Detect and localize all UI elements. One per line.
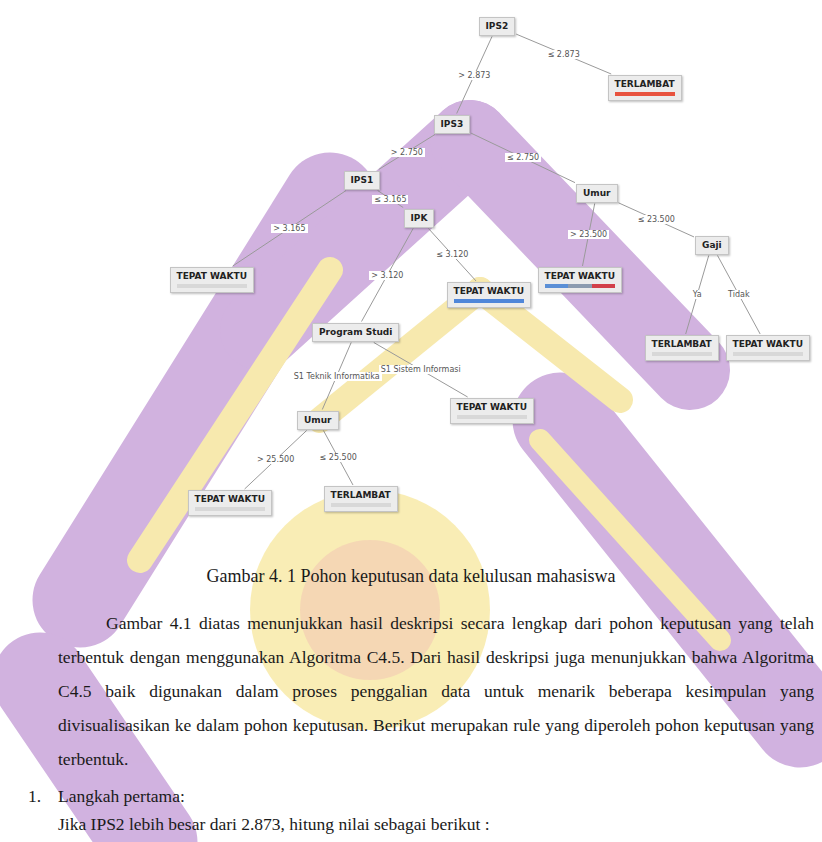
tree-branch <box>428 229 476 282</box>
bar-segment <box>568 284 592 288</box>
class-bar <box>615 92 675 96</box>
leaf-box: TEPAT WAKTU <box>447 282 532 308</box>
decision-box: IPS3 <box>434 115 471 134</box>
list-number: 1. <box>28 786 41 807</box>
edge-label: > 2.750 <box>389 148 425 157</box>
leaf-box: TEPAT WAKTU <box>188 490 273 516</box>
leaf-box: TEPAT WAKTU <box>450 398 535 424</box>
edge-label: ≤ 2.873 <box>546 50 582 59</box>
edge-label: ≤ 23.500 <box>636 215 677 224</box>
figure-caption: Gambar 4. 1 Pohon keputusan data kelulus… <box>60 566 762 587</box>
edge-label: ≤ 25.500 <box>318 453 359 462</box>
leaf-box: TEPAT WAKTU <box>538 267 623 293</box>
edge-label: > 23.500 <box>568 230 609 239</box>
decision-box: Gaji <box>695 236 729 255</box>
node-text: IPS2 <box>486 21 509 31</box>
tree-branch <box>457 37 492 114</box>
class-bar <box>733 352 804 356</box>
edge-label: > 3.120 <box>369 271 405 280</box>
edge-label: Ya <box>691 290 704 299</box>
tree-branch <box>516 34 611 74</box>
bar-segment <box>454 299 525 303</box>
node-text: Program Studi <box>319 327 392 337</box>
leaf-box: TERLAMBAT <box>324 486 398 512</box>
node-text: Umur <box>583 188 611 198</box>
tree-branch <box>374 343 468 398</box>
node-text: TERLAMBAT <box>652 339 712 349</box>
node-text: IPS1 <box>351 175 374 185</box>
decision-box: Umur <box>576 184 618 203</box>
edge-label: ≤ 3.120 <box>434 250 470 259</box>
node-text: IPK <box>411 213 428 223</box>
class-bar <box>195 507 266 511</box>
tree-branch <box>245 431 307 490</box>
edge-label: Tidak <box>726 290 751 299</box>
node-text: Umur <box>304 415 332 425</box>
node-text: IPS3 <box>441 119 464 129</box>
node-text: TEPAT WAKTU <box>733 339 804 349</box>
node-text: TEPAT WAKTU <box>545 271 616 281</box>
edge-label: ≤ 3.165 <box>372 195 408 204</box>
list-item: Langkah pertama: <box>58 786 185 807</box>
edge-label: > 3.165 <box>271 224 307 233</box>
bar-segment <box>592 284 616 288</box>
edge-label: > 2.873 <box>456 71 492 80</box>
node-text: TEPAT WAKTU <box>457 402 528 412</box>
bar-segment <box>195 507 266 511</box>
edge-label: S1 Teknik Informatika <box>292 372 382 381</box>
class-bar <box>545 284 616 288</box>
tree-branch <box>619 203 694 237</box>
edge-label: ≤ 2.750 <box>505 153 541 162</box>
node-text: Gaji <box>702 240 722 250</box>
leaf-box: TEPAT WAKTU <box>726 335 811 361</box>
body-paragraph: Gambar 4.1 diatas menunjukkan hasil desk… <box>58 606 814 776</box>
class-bar <box>177 284 248 288</box>
edge-label: S1 Sistem Informasi <box>379 365 463 374</box>
tree-branch <box>718 256 761 335</box>
class-bar <box>457 415 528 419</box>
leaf-box: TEPAT WAKTU <box>170 267 255 293</box>
decision-box: Umur <box>297 411 339 430</box>
edge-label: > 25.500 <box>255 455 296 464</box>
tree-branch <box>362 229 414 322</box>
bar-segment <box>733 352 804 356</box>
bar-segment <box>331 503 391 507</box>
bar-segment <box>177 284 248 288</box>
tree-branch <box>379 135 435 170</box>
class-bar <box>652 352 712 356</box>
node-text: TERLAMBAT <box>615 79 675 89</box>
leaf-box: TERLAMBAT <box>608 75 682 101</box>
decision-box: IPS1 <box>344 171 381 190</box>
node-text: TEPAT WAKTU <box>177 271 248 281</box>
decision-box: IPK <box>404 209 435 228</box>
leaf-box: TERLAMBAT <box>645 335 719 361</box>
tree-branch <box>233 191 346 267</box>
bar-segment <box>457 415 528 419</box>
tree-branch <box>471 133 575 182</box>
node-text: TERLAMBAT <box>331 490 391 500</box>
node-text: TEPAT WAKTU <box>454 286 525 296</box>
decision-box: Program Studi <box>312 323 399 342</box>
bar-segment <box>545 284 569 288</box>
decision-box: IPS2 <box>479 17 516 36</box>
class-bar <box>454 299 525 303</box>
tree-branch <box>686 256 709 335</box>
body-line: Jika IPS2 lebih besar dari 2.873, hitung… <box>58 814 814 835</box>
class-bar <box>331 503 391 507</box>
bar-segment <box>615 92 675 96</box>
node-text: TEPAT WAKTU <box>195 494 266 504</box>
bar-segment <box>652 352 712 356</box>
